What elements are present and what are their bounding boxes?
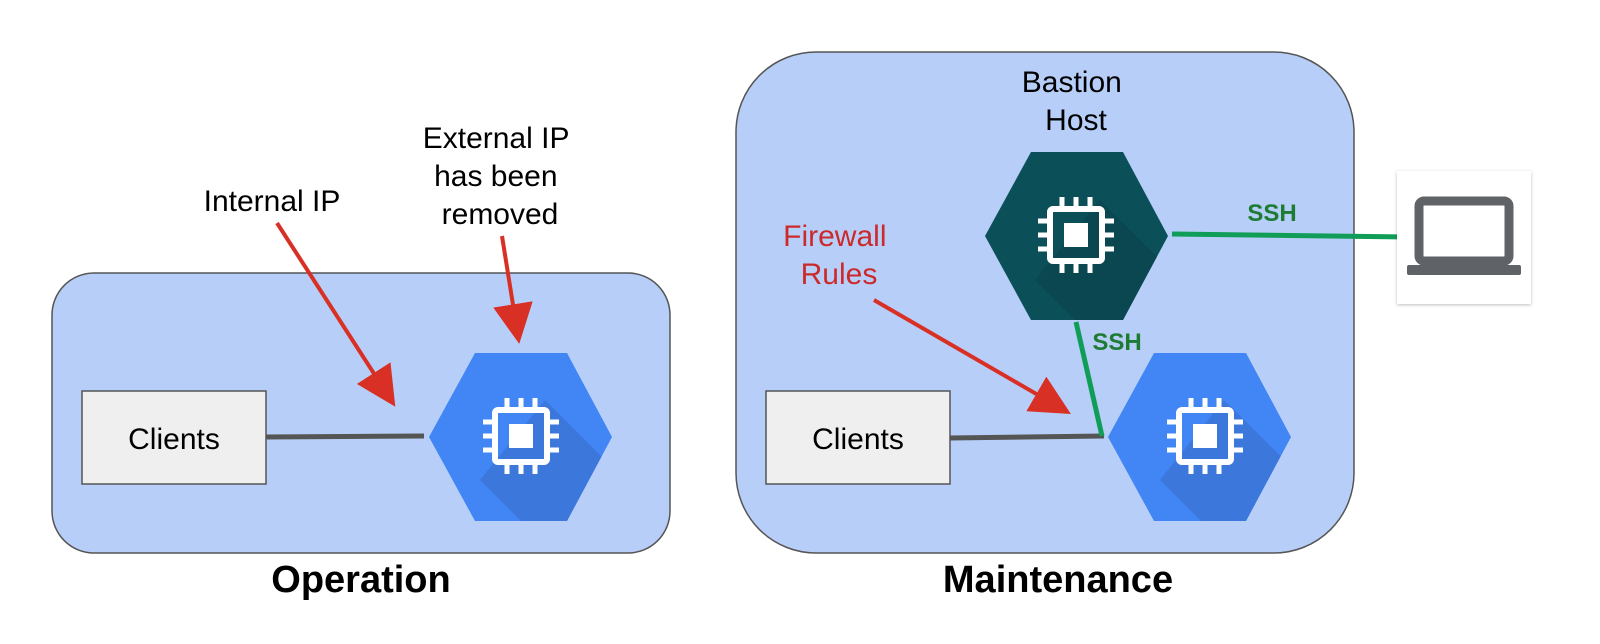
firewall-line-1: Firewall — [783, 220, 886, 253]
external-ip-line-3: removed — [442, 198, 559, 231]
external-ip-line-1: External IP — [423, 122, 569, 155]
internal-ip-label: Internal IP — [204, 185, 341, 218]
maintenance-title: Maintenance — [943, 559, 1173, 601]
internal-ip-arrow — [275, 221, 396, 407]
maintenance-client-link — [949, 433, 1105, 441]
operation-clients-box: Clients — [81, 390, 267, 485]
operation-title: Operation — [271, 559, 450, 601]
compute-chip-icon — [1038, 197, 1114, 273]
bastion-line-1: Bastion — [1022, 66, 1122, 99]
admin-laptop — [1397, 171, 1531, 304]
maintenance-vm-instance — [1108, 353, 1291, 521]
compute-chip-icon — [1167, 398, 1243, 474]
firewall-rules-arrow — [872, 298, 1071, 415]
compute-chip-icon — [483, 398, 559, 474]
maintenance-clients-label: Clients — [812, 423, 904, 456]
maintenance-clients-box: Clients — [765, 390, 951, 485]
operation-panel: Clients — [51, 122, 671, 601]
external-ip-line-2: has been — [434, 160, 557, 193]
bastion-host-label: Bastion Host — [1022, 66, 1130, 137]
ssh-laptop-to-bastion-link — [1171, 231, 1409, 240]
firewall-rules-label: Firewall Rules — [783, 220, 895, 291]
operation-vm-instance — [429, 353, 612, 521]
bastion-host-instance — [985, 152, 1168, 320]
maintenance-panel: Clients — [735, 51, 1409, 601]
operation-client-link — [265, 433, 425, 440]
firewall-line-2: Rules — [801, 258, 878, 291]
operation-clients-label: Clients — [128, 423, 220, 456]
ssh-label-laptop: SSH — [1247, 200, 1296, 227]
external-ip-label: External IP has been removed — [423, 122, 578, 231]
bastion-line-2: Host — [1045, 104, 1107, 137]
external-ip-arrow — [493, 235, 533, 344]
laptop-icon — [1407, 196, 1521, 275]
ssh-label-bastion: SSH — [1092, 329, 1141, 356]
ssh-bastion-to-vm-link — [1073, 321, 1105, 437]
